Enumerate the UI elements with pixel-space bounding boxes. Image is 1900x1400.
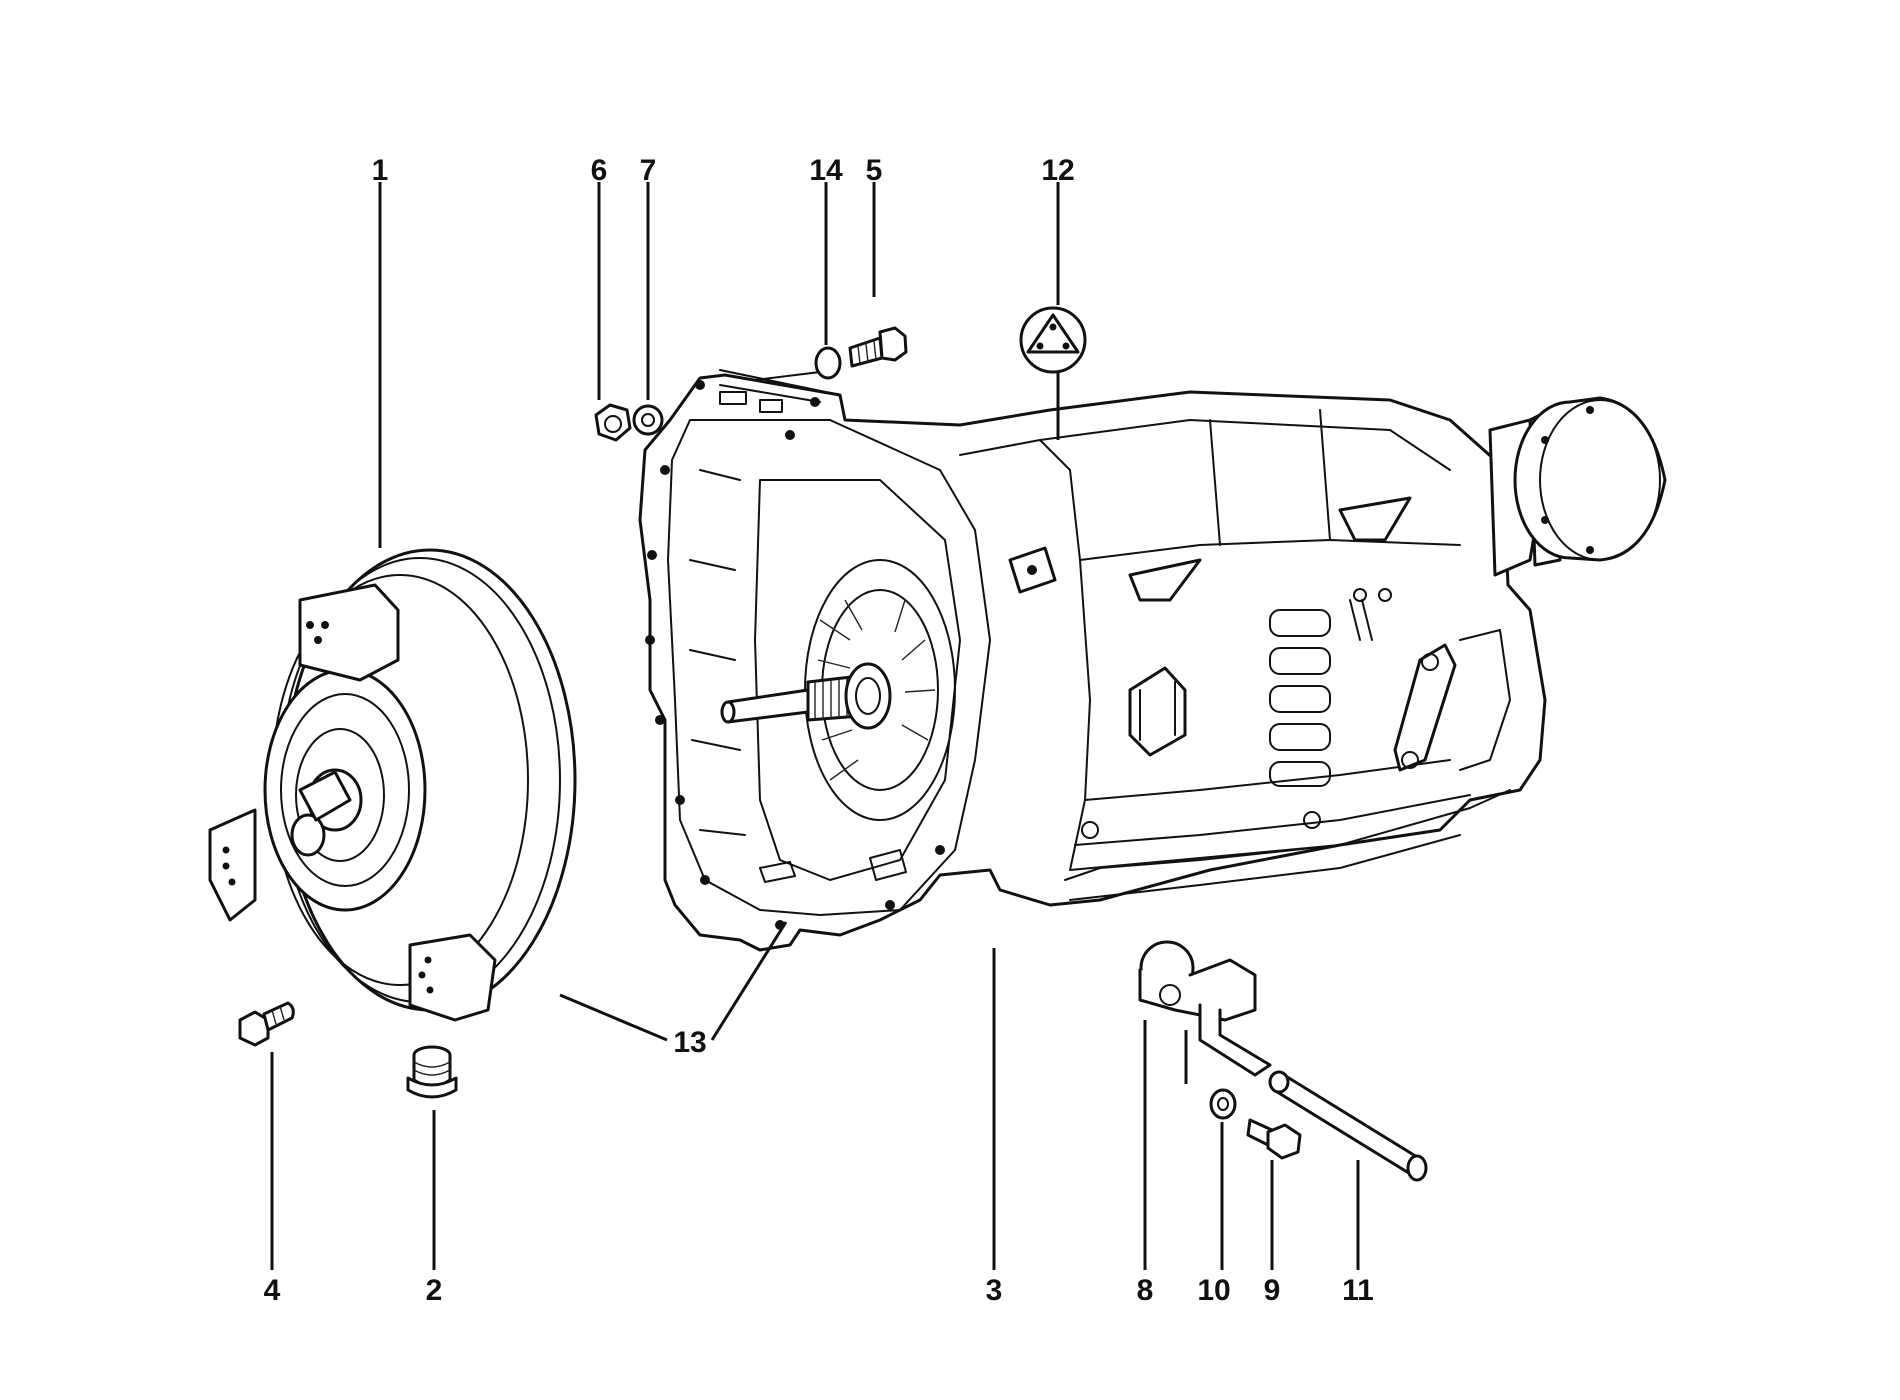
callout-12: 12 bbox=[1041, 154, 1074, 187]
bolt-part-9 bbox=[1246, 1118, 1302, 1160]
washer-part-10 bbox=[1209, 1088, 1237, 1120]
bolt-part-4 bbox=[238, 1001, 295, 1047]
callout-7: 7 bbox=[640, 154, 657, 187]
callout-6: 6 bbox=[591, 154, 608, 187]
stud-part-14 bbox=[754, 346, 842, 381]
callout-8: 8 bbox=[1137, 1274, 1154, 1307]
tube-part-11 bbox=[1268, 1070, 1428, 1182]
nut-part-6 bbox=[594, 403, 632, 442]
torque-converter bbox=[208, 548, 577, 1022]
callout-4: 4 bbox=[264, 1274, 281, 1307]
callout-labels: 1 2 3 4 5 6 7 8 9 10 11 12 13 14 bbox=[264, 154, 1374, 1307]
plug-part-2 bbox=[406, 1045, 458, 1099]
callout-2: 2 bbox=[426, 1274, 443, 1307]
callout-14: 14 bbox=[809, 154, 843, 187]
callout-1: 1 bbox=[372, 154, 389, 187]
callout-9: 9 bbox=[1264, 1274, 1281, 1307]
identification-plate-part-12 bbox=[1019, 306, 1087, 374]
leader-lines bbox=[270, 182, 1360, 1270]
callout-5: 5 bbox=[866, 154, 883, 187]
transmission-housing bbox=[638, 369, 1667, 952]
callout-11: 11 bbox=[1342, 1274, 1374, 1307]
bracket-part-8 bbox=[1138, 940, 1272, 1077]
callout-3: 3 bbox=[986, 1274, 1003, 1307]
callout-13: 13 bbox=[673, 1026, 706, 1059]
callout-10: 10 bbox=[1197, 1274, 1230, 1307]
washer-part-7 bbox=[632, 404, 664, 436]
bolt-part-5 bbox=[848, 326, 908, 368]
